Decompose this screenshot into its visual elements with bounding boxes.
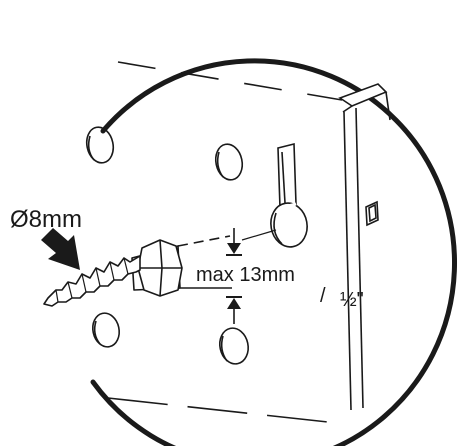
imperial-depth-label: ½" bbox=[340, 289, 364, 311]
keyhole-slot bbox=[270, 142, 308, 248]
depth-separator: / bbox=[320, 285, 326, 307]
diameter-label: Ø8mm bbox=[10, 206, 82, 233]
plate-bottom-edge bbox=[107, 397, 347, 425]
plate-top-edge bbox=[117, 61, 343, 101]
hole-lower-left bbox=[92, 312, 120, 348]
bracket-side-edge bbox=[385, 91, 391, 121]
bracket-top-lip-fold bbox=[342, 105, 353, 113]
depth-dimension-marker bbox=[226, 228, 277, 324]
screw-threads bbox=[43, 255, 141, 307]
magnifier-circle-outline bbox=[90, 58, 457, 446]
side-flange-slot bbox=[365, 200, 379, 227]
hole-lower-middle bbox=[219, 327, 249, 365]
lag-screw bbox=[43, 235, 232, 307]
max-depth-label: max 13mm bbox=[196, 264, 295, 286]
hole-upper-middle bbox=[214, 143, 244, 181]
bracket-bend-line-right bbox=[355, 107, 364, 409]
hole-upper-left bbox=[85, 126, 115, 164]
bracket-bend-line-left bbox=[343, 111, 352, 411]
mounting-bracket bbox=[107, 61, 391, 425]
dimension-leader-line bbox=[241, 229, 277, 241]
side-flange-slot-inner bbox=[368, 203, 377, 223]
plate-holes bbox=[85, 126, 308, 365]
screw-axis-dashed bbox=[177, 235, 231, 247]
insert-direction-arrow bbox=[41, 228, 80, 270]
